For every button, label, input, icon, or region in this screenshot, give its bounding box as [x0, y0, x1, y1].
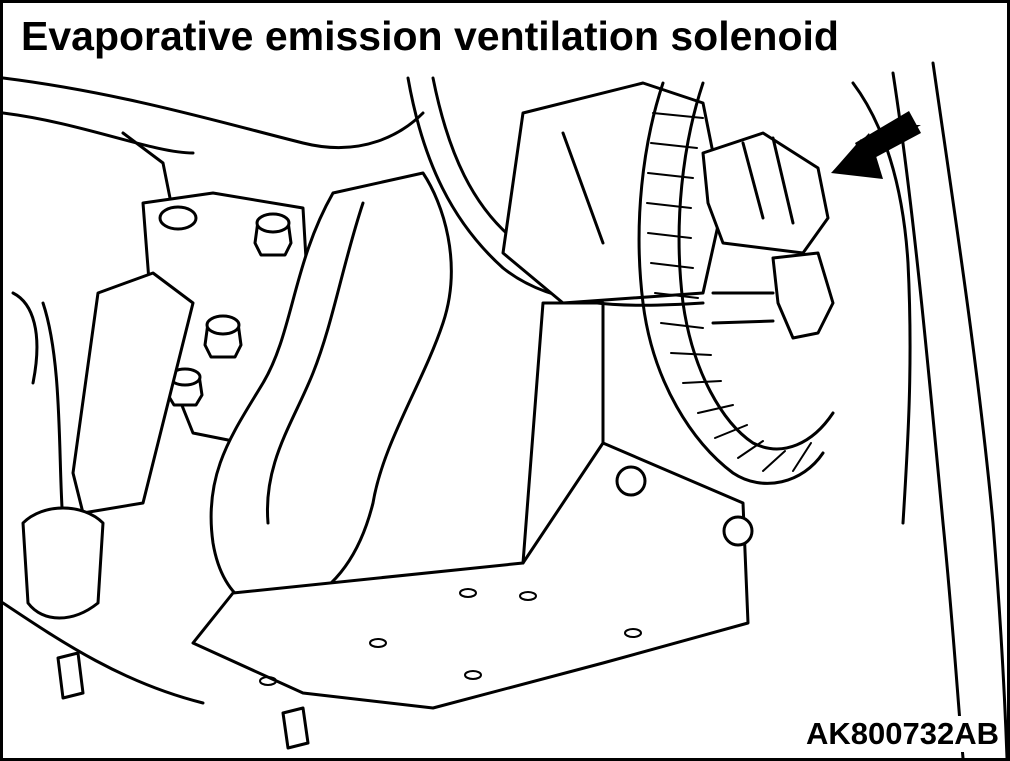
figure-code: AK800732AB	[800, 716, 999, 752]
corrugated-harness	[637, 81, 835, 485]
bolt-icon	[253, 212, 293, 257]
harness-clips	[56, 651, 310, 750]
bolt-icon	[203, 314, 243, 359]
mounting-plate	[191, 301, 754, 710]
plate-holes	[259, 588, 642, 686]
engine-bay-illustration	[3, 61, 1007, 758]
left-strut	[11, 271, 195, 620]
solenoid-connector	[701, 131, 835, 340]
solenoid-body	[501, 81, 725, 305]
diagram-title: Evaporative emission ventilation solenoi…	[21, 13, 845, 60]
arrow-pointer-icon	[831, 111, 921, 179]
